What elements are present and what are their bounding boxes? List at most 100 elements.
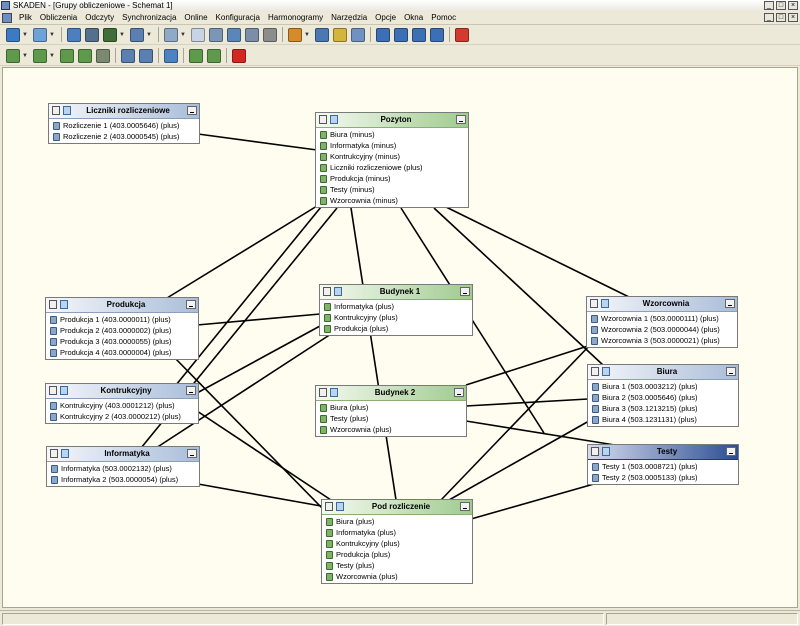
- node-list-item[interactable]: Biura 1 (503.0003212) (plus): [588, 381, 738, 392]
- window-horizontal-icon[interactable]: [394, 27, 408, 42]
- save-node-icon[interactable]: [601, 299, 609, 308]
- node-list-item[interactable]: Informatyka (minus): [316, 140, 468, 151]
- group-link-icon[interactable]: [78, 48, 92, 63]
- save-node-icon[interactable]: [336, 502, 344, 511]
- group-check-icon[interactable]: [189, 48, 203, 63]
- document-icon[interactable]: [191, 27, 205, 42]
- add-subgroup-dropdown-arrow-icon[interactable]: ▼: [49, 52, 55, 59]
- node-header[interactable]: Testy: [588, 445, 738, 460]
- menu-synchronizacja[interactable]: Synchronizacja: [122, 13, 177, 22]
- window-cascade-icon[interactable]: [430, 27, 444, 42]
- node-minimize-button[interactable]: [454, 388, 464, 397]
- group-save-icon[interactable]: [207, 48, 221, 63]
- refresh-dropdown-arrow-icon[interactable]: ▼: [49, 31, 55, 38]
- node-header[interactable]: Wzorcownia: [587, 297, 737, 312]
- node-list-item[interactable]: Rozliczenie 2 (403.0000545) (plus): [49, 131, 199, 142]
- properties-icon[interactable]: [591, 447, 599, 456]
- menu-narzedzia[interactable]: Narzędzia: [331, 13, 368, 22]
- document-system-icon[interactable]: [2, 13, 12, 23]
- node-minimize-button[interactable]: [186, 386, 196, 395]
- node-list-item[interactable]: Biura (plus): [316, 402, 466, 413]
- print-icon[interactable]: [245, 27, 259, 42]
- node-list-item[interactable]: Biura 4 (503.1231131) (plus): [588, 414, 738, 425]
- properties-icon[interactable]: [323, 287, 331, 296]
- connect-icon[interactable]: [121, 48, 135, 63]
- node-list-item[interactable]: Rozliczenie 1 (403.0005646) (plus): [49, 120, 199, 131]
- wrench-icon[interactable]: [263, 27, 277, 42]
- node-header[interactable]: Budynek 1: [320, 285, 472, 300]
- node-minimize-button[interactable]: [187, 449, 197, 458]
- node-header[interactable]: Pozyton: [316, 113, 468, 128]
- save-node-icon[interactable]: [602, 447, 610, 456]
- node-list-item[interactable]: Informatyka (plus): [322, 527, 472, 538]
- node-header[interactable]: Kontrukcyjny: [46, 384, 198, 399]
- node-minimize-button[interactable]: [460, 287, 470, 296]
- export-icon[interactable]: [103, 27, 117, 42]
- node-list-item[interactable]: Biura 3 (503.1213215) (plus): [588, 403, 738, 414]
- node-list-item[interactable]: Testy (minus): [316, 184, 468, 195]
- calendar-dropdown-arrow-icon[interactable]: ▼: [304, 31, 310, 38]
- properties-icon[interactable]: [49, 386, 57, 395]
- properties-icon[interactable]: [319, 115, 327, 124]
- node-header[interactable]: Liczniki rozliczeniowe: [49, 104, 199, 119]
- open-folder-dropdown-arrow-icon[interactable]: ▼: [22, 31, 28, 38]
- node-list-item[interactable]: Produkcja 2 (403.0000002) (plus): [46, 325, 198, 336]
- node-header[interactable]: Pod rozliczenie: [322, 500, 472, 515]
- reports-icon[interactable]: [227, 27, 241, 42]
- node-list-item[interactable]: Kontrukcyjny 2 (403.0000212) (plus): [46, 411, 198, 422]
- export-dropdown-arrow-icon[interactable]: ▼: [119, 31, 125, 38]
- checklist-icon[interactable]: [351, 27, 365, 42]
- refresh-icon[interactable]: [33, 27, 47, 42]
- node-list-item[interactable]: Informatyka 2 (503.0000054) (plus): [47, 474, 199, 485]
- menu-harmonogramy[interactable]: Harmonogramy: [268, 13, 324, 22]
- node-minimize-button[interactable]: [460, 502, 470, 511]
- move-group-icon[interactable]: [60, 48, 74, 63]
- menu-opcje[interactable]: Opcje: [375, 13, 397, 22]
- node-header[interactable]: Budynek 2: [316, 386, 466, 401]
- document-close-button[interactable]: ×: [788, 13, 798, 22]
- node-list-item[interactable]: Kontrukcyjny (403.0001212) (plus): [46, 400, 198, 411]
- node-header[interactable]: Informatyka: [47, 447, 199, 462]
- add-group-icon[interactable]: [6, 48, 20, 63]
- save-node-icon[interactable]: [61, 449, 69, 458]
- properties-icon[interactable]: [325, 502, 333, 511]
- node-list-item[interactable]: Kontrukcyjny (plus): [322, 538, 472, 549]
- save-node-icon[interactable]: [60, 300, 68, 309]
- menu-odczyty[interactable]: Odczyty: [85, 13, 115, 22]
- open-folder-icon[interactable]: [6, 27, 20, 42]
- menu-plik[interactable]: Plik: [19, 13, 32, 22]
- node-minimize-button[interactable]: [725, 299, 735, 308]
- add-subgroup-icon[interactable]: [33, 48, 47, 63]
- menu-online[interactable]: Online: [184, 13, 208, 22]
- tools-icon[interactable]: [209, 27, 223, 42]
- save-node-icon[interactable]: [330, 115, 338, 124]
- network-icon[interactable]: [164, 48, 178, 63]
- document-restore-button[interactable]: □: [776, 13, 786, 22]
- properties-icon[interactable]: [590, 299, 598, 308]
- barcode-dropdown-arrow-icon[interactable]: ▼: [146, 31, 152, 38]
- node-list-item[interactable]: Produkcja 3 (403.0000055) (plus): [46, 336, 198, 347]
- save-node-icon[interactable]: [330, 388, 338, 397]
- node-list-item[interactable]: Testy 1 (503.0008721) (plus): [588, 461, 738, 472]
- node-list-item[interactable]: Testy (plus): [316, 413, 466, 424]
- node-list-item[interactable]: Wzorcownia (plus): [322, 571, 472, 582]
- node-list-item[interactable]: Biura (plus): [322, 516, 472, 527]
- close-button[interactable]: ×: [788, 1, 798, 10]
- properties-icon[interactable]: [50, 449, 58, 458]
- save-node-icon[interactable]: [602, 367, 610, 376]
- window-vertical-icon[interactable]: [412, 27, 426, 42]
- node-header[interactable]: Biura: [588, 365, 738, 380]
- node-minimize-button[interactable]: [726, 367, 736, 376]
- import-dropdown-arrow-icon[interactable]: ▼: [180, 31, 186, 38]
- online-icon[interactable]: [85, 27, 99, 42]
- node-list-item[interactable]: Produkcja (plus): [322, 549, 472, 560]
- delete-icon[interactable]: [232, 48, 246, 63]
- node-list-item[interactable]: Wzorcownia 1 (503.0000111) (plus): [587, 313, 737, 324]
